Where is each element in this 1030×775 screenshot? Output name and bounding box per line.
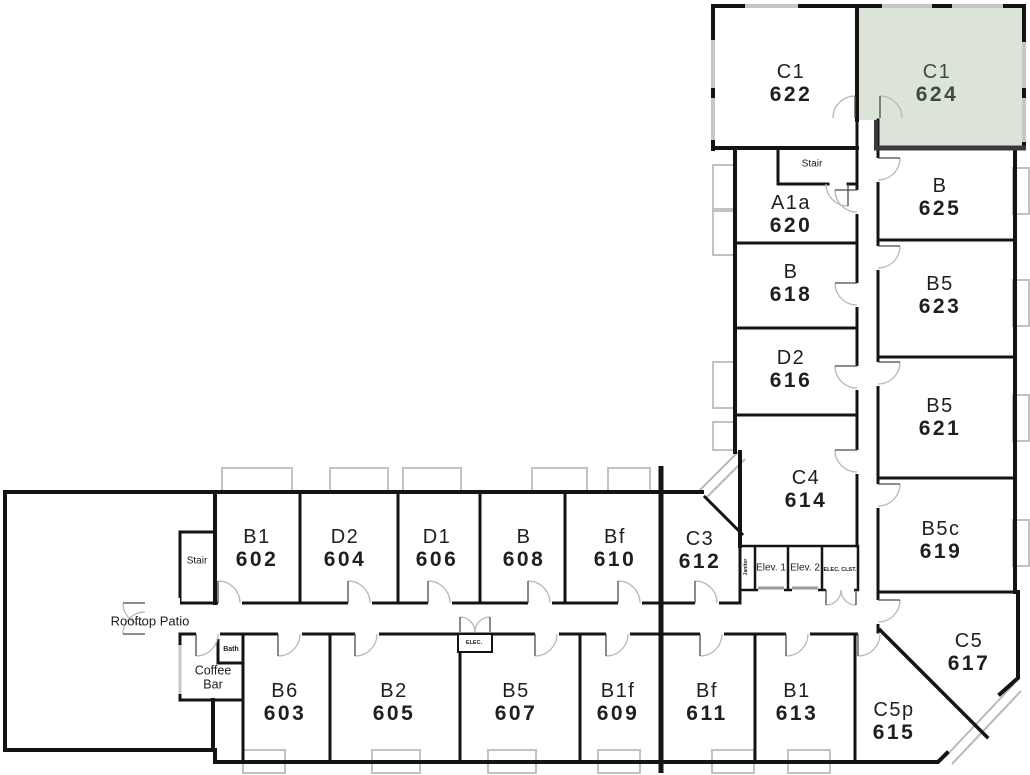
window-marks [178, 4, 1026, 694]
door-openings [140, 158, 883, 639]
stair-upper-label: Stair [801, 158, 823, 170]
room-type-label: Bf [696, 680, 718, 703]
room-type-label: C1 [922, 61, 952, 84]
room-type-label: B [783, 261, 799, 284]
bath-label: Bath [223, 645, 239, 653]
room-type-label: D1 [422, 526, 452, 549]
room-number-label: 624 [915, 83, 959, 107]
room-type-label: D2 [776, 347, 806, 370]
janitor-label: Janitor [743, 558, 750, 576]
room-number-label: 613 [775, 702, 819, 726]
room-type-label: C3 [685, 528, 715, 551]
room-number-label: 617 [947, 652, 991, 676]
room-number-label: 608 [502, 548, 546, 572]
room-type-label: B5 [926, 273, 954, 296]
room-number-label: 623 [918, 295, 962, 319]
room-number-label: 606 [415, 548, 459, 572]
elec-clst-label: ELEC. CLST. [823, 566, 857, 573]
room-type-label: B1 [783, 680, 811, 703]
room-number-label: 625 [918, 197, 962, 221]
room-number-label: 607 [494, 702, 538, 726]
elev-2-label: Elev. 2 [790, 562, 820, 574]
room-number-label: 621 [918, 417, 962, 441]
room-number-label: 610 [593, 548, 637, 572]
elevator-block [738, 544, 860, 592]
room-number-label: 618 [769, 283, 813, 307]
room-number-label: 622 [769, 83, 813, 107]
highlighted-unit-624-area[interactable] [858, 6, 1024, 148]
room-number-label: 616 [769, 369, 813, 393]
elec-label: ELEC. [465, 639, 483, 646]
door-swings [122, 95, 903, 657]
room-number-label: 604 [323, 548, 367, 572]
room-type-label: C4 [791, 467, 821, 490]
room-type-label: B1f [600, 680, 636, 703]
room-type-label: B [516, 526, 532, 549]
room-number-label: 605 [372, 702, 416, 726]
room-number-label: 614 [784, 489, 828, 513]
room-type-label: C1 [776, 61, 806, 84]
stair-lower-label: Stair [186, 555, 208, 567]
coffee-bar-label: Coffee Bar [194, 663, 232, 692]
room-number-label: 611 [686, 702, 728, 726]
room-type-label: B5 [926, 395, 954, 418]
room-number-label: 620 [769, 214, 813, 238]
room-number-label: 609 [596, 702, 640, 726]
room-type-label: B5 [502, 680, 530, 703]
room-type-label: B1 [243, 526, 271, 549]
room-number-label: 615 [872, 721, 916, 745]
room-number-label: 612 [678, 550, 722, 574]
room-number-label: 619 [919, 540, 963, 564]
room-type-label: B2 [380, 680, 408, 703]
room-type-label: D2 [330, 526, 360, 549]
rooftop-patio-label: Rooftop Patio [110, 613, 190, 629]
elec-box [457, 633, 493, 653]
room-type-label: B6 [271, 680, 299, 703]
room-type-label: B [932, 175, 948, 198]
room-number-label: 603 [263, 702, 307, 726]
room-type-label: A1a [770, 192, 812, 215]
room-type-label: C5 [954, 630, 984, 653]
highlighted-unit-border [874, 120, 1026, 151]
room-type-label: B5c [921, 518, 961, 541]
room-type-label: Bf [604, 526, 626, 549]
elev-1-label: Elev. 1 [756, 562, 786, 574]
room-number-label: 602 [235, 548, 279, 572]
room-type-label: C5p [873, 699, 915, 722]
